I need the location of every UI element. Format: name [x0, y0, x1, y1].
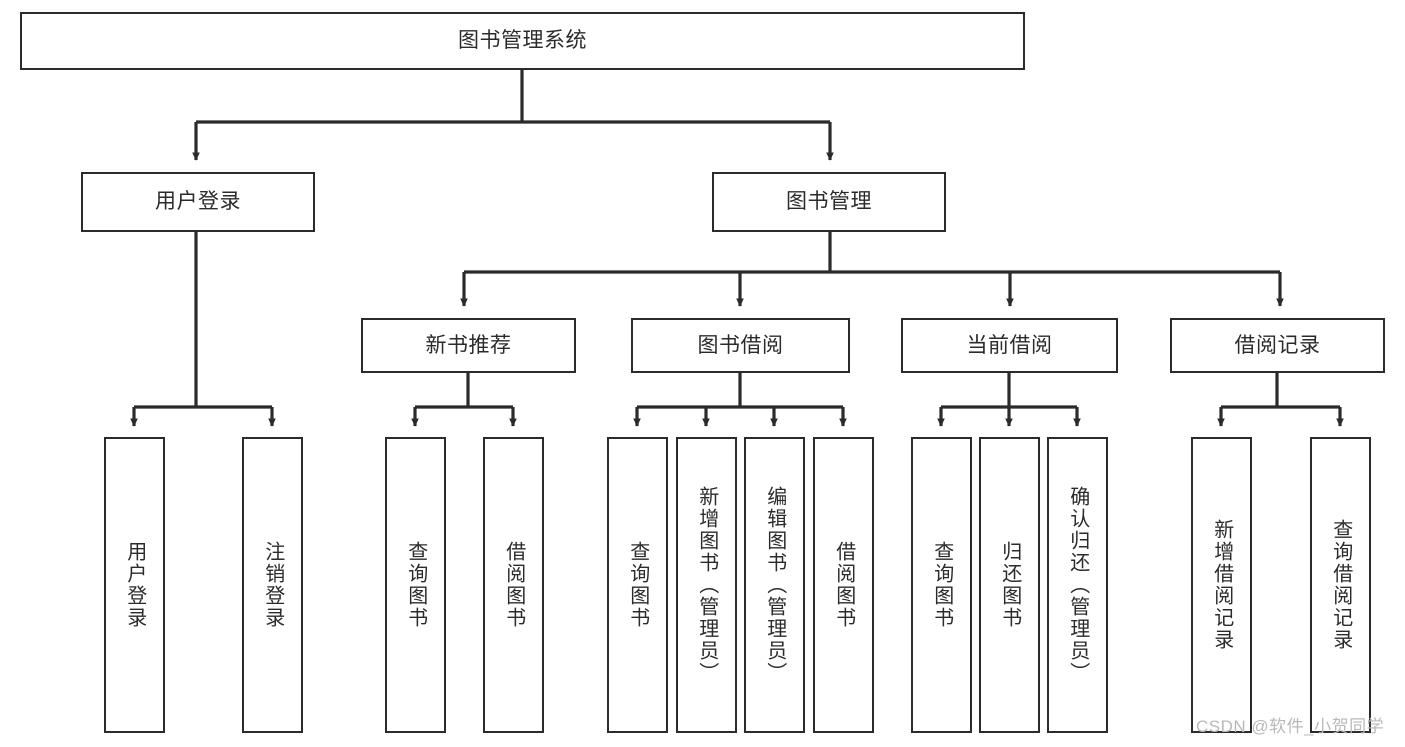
- leaf-add-book-admin[interactable]: 新增图书（管理员）: [676, 437, 737, 733]
- leaf-edit-book-admin[interactable]: 编辑图书（管理员）: [744, 437, 805, 733]
- node-borrow-record[interactable]: 借阅记录: [1170, 318, 1385, 373]
- node-label: 图书借阅: [697, 333, 784, 357]
- node-label: 图书管理: [786, 190, 872, 214]
- node-label: 确认归还（管理员）: [1066, 486, 1089, 684]
- node-label: 新书推荐: [425, 333, 512, 357]
- node-label: 查询图书: [404, 541, 427, 629]
- node-book-borrow[interactable]: 图书借阅: [631, 318, 850, 373]
- node-label: 借阅图书: [502, 541, 525, 629]
- node-label: 借阅记录: [1234, 333, 1321, 357]
- leaf-logout-login[interactable]: 注销登录: [242, 437, 303, 733]
- leaf-query-books-new-recommend[interactable]: 查询图书: [385, 437, 446, 733]
- node-label: 当前借阅: [966, 333, 1053, 357]
- node-label: 查询图书: [930, 541, 953, 629]
- node-book-management[interactable]: 图书管理: [712, 172, 946, 232]
- leaf-query-books-current[interactable]: 查询图书: [911, 437, 972, 733]
- node-new-book-recommend[interactable]: 新书推荐: [361, 318, 576, 373]
- node-label: 查询图书: [626, 541, 649, 629]
- node-root-system[interactable]: 图书管理系统: [20, 12, 1025, 70]
- node-label: 新增图书（管理员）: [695, 486, 718, 684]
- node-current-borrow[interactable]: 当前借阅: [901, 318, 1118, 373]
- leaf-query-books-borrow[interactable]: 查询图书: [607, 437, 668, 733]
- leaf-return-books[interactable]: 归还图书: [979, 437, 1040, 733]
- node-label: 注销登录: [261, 541, 284, 629]
- node-label: 编辑图书（管理员）: [763, 486, 786, 684]
- node-label: 归还图书: [998, 541, 1021, 629]
- leaf-add-borrow-record[interactable]: 新增借阅记录: [1191, 437, 1252, 733]
- leaf-borrow-books-new-recommend[interactable]: 借阅图书: [483, 437, 544, 733]
- csdn-watermark: CSDN @软件_小贺同学: [1196, 717, 1385, 736]
- node-label: 查询借阅记录: [1329, 519, 1352, 651]
- node-user-login[interactable]: 用户登录: [81, 172, 315, 232]
- leaf-user-login[interactable]: 用户登录: [104, 437, 165, 733]
- node-label: 借阅图书: [832, 541, 855, 629]
- node-label: 新增借阅记录: [1210, 519, 1233, 651]
- node-label: 用户登录: [155, 190, 241, 214]
- leaf-borrow-books-borrow[interactable]: 借阅图书: [813, 437, 874, 733]
- leaf-query-borrow-record[interactable]: 查询借阅记录: [1310, 437, 1371, 733]
- node-label: 用户登录: [123, 541, 146, 629]
- node-label: 图书管理系统: [458, 29, 587, 53]
- leaf-confirm-return-admin[interactable]: 确认归还（管理员）: [1047, 437, 1108, 733]
